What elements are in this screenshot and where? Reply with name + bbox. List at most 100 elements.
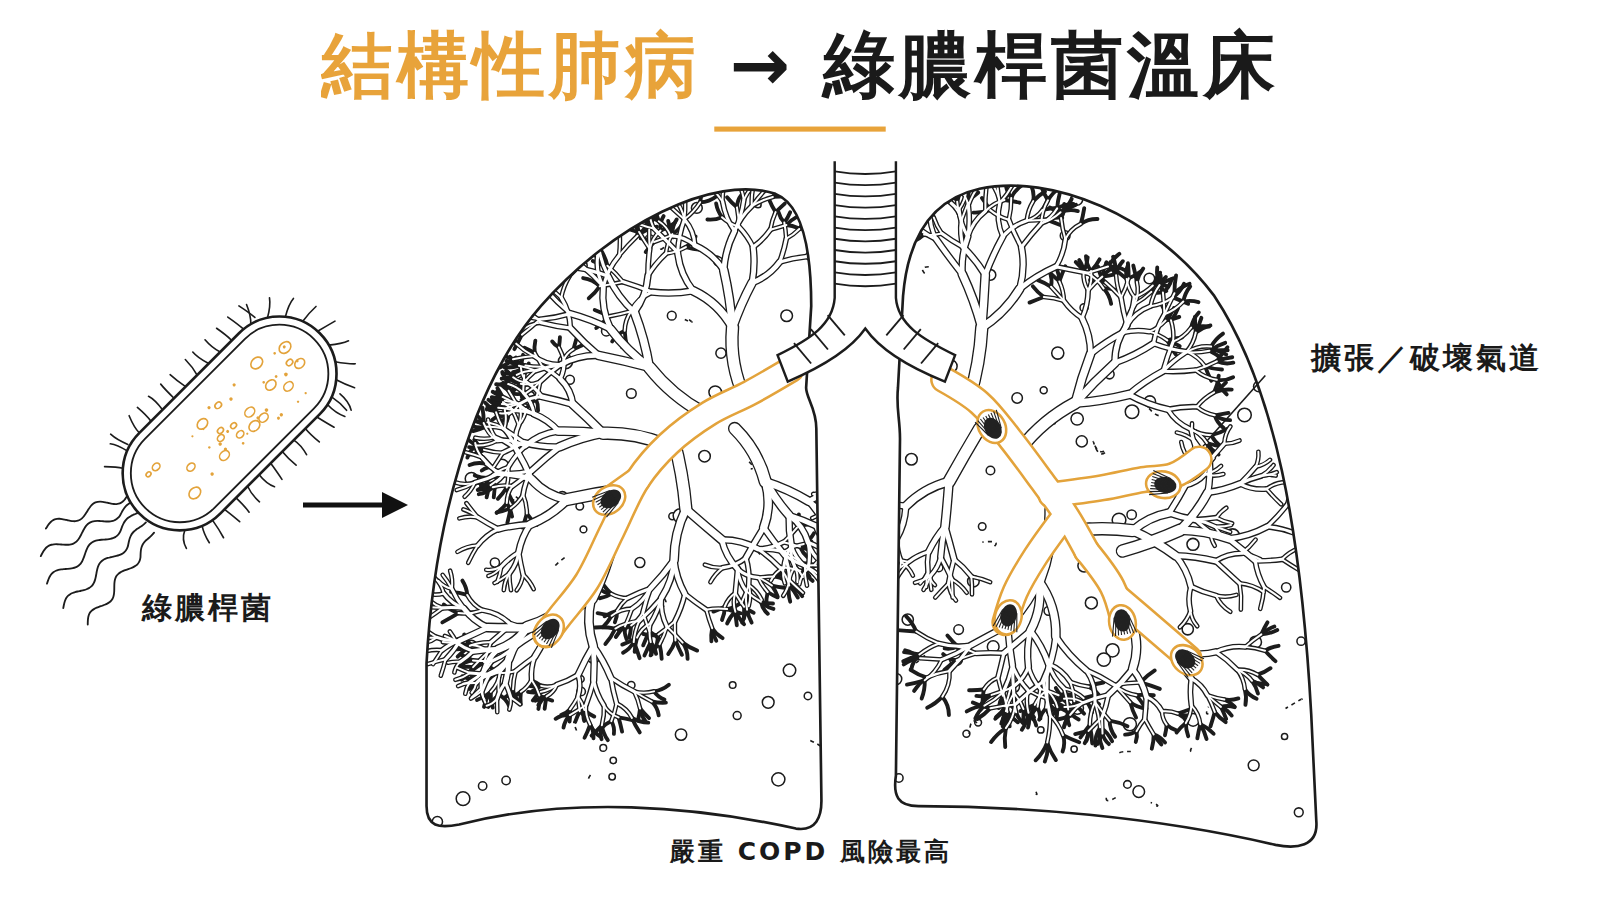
airway-wall [911, 670, 927, 678]
airway-wall [758, 163, 760, 181]
airway-lumen [667, 626, 683, 642]
airway-lumen [437, 637, 460, 640]
airway-wall [498, 488, 507, 499]
airway-wall [488, 623, 528, 633]
airway-wall [521, 680, 532, 692]
airway-wall [1163, 370, 1195, 371]
airway-wall [771, 568, 784, 581]
airway-wall [493, 485, 513, 487]
airway-wall [427, 650, 442, 651]
airway-wall [537, 265, 546, 289]
airway-wall [700, 186, 702, 202]
airway-lumen [484, 450, 503, 453]
airway-wall [542, 261, 560, 265]
airway-wall [685, 184, 686, 200]
airway-lumen [639, 232, 650, 249]
airway-lumen [467, 595, 483, 610]
alveolus [635, 558, 645, 568]
airway-lumen [671, 207, 685, 220]
airway-wall [1123, 331, 1149, 333]
airway-lumen [822, 562, 839, 568]
airway-lumen [791, 546, 795, 566]
airway-wall [1003, 712, 1008, 726]
airway-lumen [619, 236, 637, 256]
airway-wall [668, 640, 675, 654]
airway-wall [1261, 475, 1276, 476]
airway-lumen [519, 409, 526, 425]
airway-lumen [589, 598, 593, 646]
airway-lumen [739, 227, 753, 247]
airway-wall [529, 273, 546, 290]
airway-wall [927, 697, 942, 708]
airway-wall [997, 180, 1000, 203]
airway-wall [1086, 256, 1091, 271]
alveolus [1038, 727, 1044, 733]
airway-wall [938, 178, 950, 188]
airway-wall [504, 410, 506, 429]
airway-wall [997, 164, 998, 180]
airway-walls [420, 158, 1315, 762]
airway-lumen [795, 566, 798, 582]
airway-wall [538, 245, 557, 248]
airway-wall [707, 217, 722, 219]
airway-fragment [1191, 748, 1195, 753]
airway-wall [1190, 611, 1197, 626]
airway-wall [556, 230, 558, 248]
airway-lumen [521, 283, 545, 289]
airway-wall [856, 541, 858, 563]
airway-fragment [1207, 707, 1209, 714]
airway-wall [557, 248, 576, 267]
airway-wall [563, 240, 574, 249]
airway-wall [1041, 212, 1060, 223]
airway-wall [1129, 271, 1141, 278]
alveolus [580, 526, 587, 533]
airway-wall [1129, 371, 1163, 394]
airway-wall [534, 414, 558, 431]
airway-wall [724, 231, 735, 270]
airway-lumen [706, 610, 712, 628]
airway-wall [1152, 734, 1154, 748]
airway-lumen [611, 703, 616, 721]
airway-fragment [589, 775, 591, 780]
airway-wall [929, 190, 944, 194]
alveolus [1085, 597, 1097, 609]
airway-lumen [746, 591, 761, 601]
alveolus [781, 310, 793, 322]
airway-wall [678, 252, 694, 291]
airway-lumen [470, 642, 491, 646]
airway-lumen [625, 609, 632, 627]
airway-wall [786, 225, 798, 228]
airway-wall [460, 628, 488, 641]
airway-wall [986, 170, 987, 187]
airway-wall [828, 553, 846, 554]
airway-lumen [564, 349, 574, 360]
alveolus [716, 348, 726, 358]
airway-lumen [513, 356, 534, 359]
airway-wall [1057, 715, 1070, 720]
airway-wall [822, 562, 839, 568]
airway-wall [509, 574, 511, 591]
airway-wall [942, 697, 949, 715]
airway-wall [1255, 561, 1264, 587]
airway-wall [706, 610, 712, 628]
airway-wall [1009, 198, 1011, 220]
airway-wall [746, 558, 749, 585]
airway-wall [1013, 165, 1014, 184]
airway-lumen [608, 276, 634, 312]
airway-wall [648, 184, 656, 203]
airway-wall [1061, 218, 1065, 239]
airway-wall [935, 583, 948, 597]
airway-wall [827, 544, 840, 555]
airway-lumen [652, 291, 693, 293]
airway-wall [589, 286, 600, 298]
airway-wall [1097, 734, 1102, 744]
airway-wall [991, 728, 1006, 742]
airway-wall [1033, 286, 1044, 297]
airway-wall [844, 492, 868, 500]
airway-wall [1216, 652, 1237, 670]
alveolus [1071, 746, 1077, 752]
airway-lumen [654, 229, 678, 253]
airway-wall [533, 341, 538, 353]
airway-wall [937, 181, 943, 195]
airway-wall [839, 518, 862, 532]
